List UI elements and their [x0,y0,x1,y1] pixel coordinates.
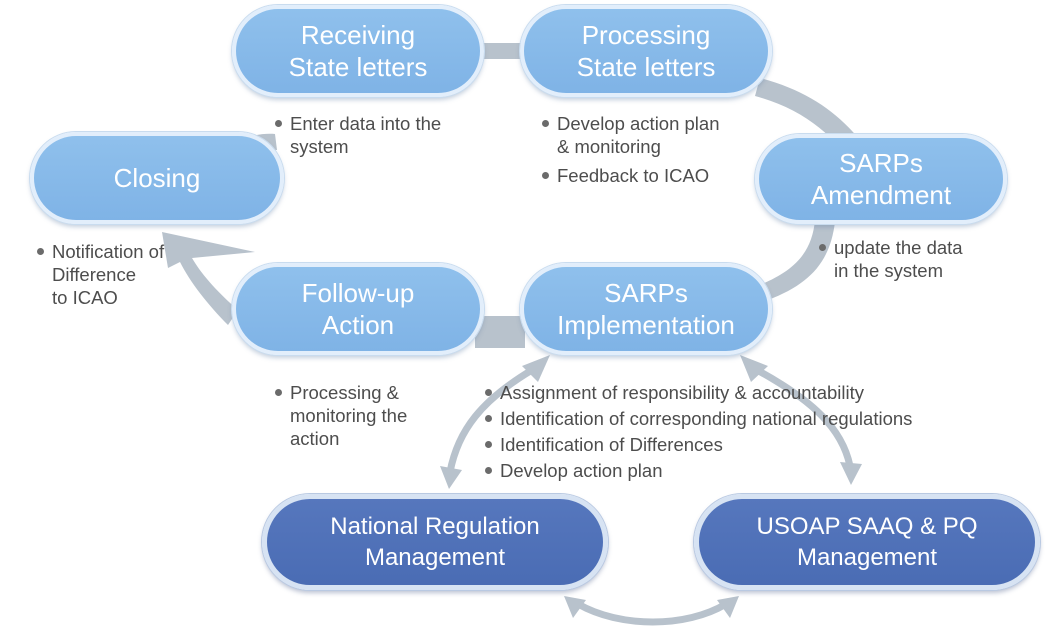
bullet-icon [542,120,549,127]
bullet-icon [485,415,492,422]
note-item: Develop action plan [541,112,720,135]
note-text: Identification of corresponding national… [500,408,913,429]
note-text: Identification of Differences [500,434,723,455]
arrowhead [440,466,462,489]
note-receiving: Enter data into the system [274,112,441,158]
note-item: Feedback to ICAO [541,164,720,187]
node-label-line: National Regulation [330,513,540,540]
node-label-line: State letters [576,52,716,82]
note-item: update the data [818,236,963,259]
node-label-line: SARPs [839,148,923,178]
connector-followup-closing [162,232,255,325]
note-item: Develop action plan [484,459,912,482]
connector-followup-implementation [475,316,525,348]
node-follow-up-action: Follow-up Action [232,263,484,355]
note-text: action [290,428,340,449]
node-label-line: Management [796,544,938,571]
note-implementation: Assignment of responsibility & accountab… [484,381,912,482]
note-item: Assignment of responsibility & accountab… [484,381,912,404]
node-sarps-amendment: SARPs Amendment [755,134,1007,224]
bullet-icon [485,389,492,396]
note-text: system [290,136,349,157]
connector-amendment-implementation [762,220,835,300]
node-label-line: Processing [581,20,711,50]
node-label-line: SARPs [604,278,688,308]
double-arrow-implementation-usoap [753,366,854,470]
node-label-line: State letters [288,52,428,82]
double-arrow-implementation-national [446,366,536,476]
note-text: Notification of [52,241,165,262]
node-receiving-state-letters: Receiving State letters [232,5,484,97]
note-text: Difference [52,264,136,285]
bullet-icon [542,172,549,179]
note-text: & monitoring [557,136,661,157]
node-national-regulation-management: National Regulation Management [262,494,608,590]
note-amendment: update the data in the system [818,236,963,282]
note-item: Processing & [274,381,407,404]
note-item: Identification of corresponding national… [484,407,912,430]
bullet-icon [275,389,282,396]
node-label-line: Implementation [557,310,735,340]
note-text: monitoring the [290,405,408,426]
connector-processing-amendment [755,78,860,150]
note-text: Enter data into the [290,113,442,134]
node-processing-state-letters: Processing State letters [520,5,772,97]
arrowhead [740,355,768,382]
arrowhead [522,355,550,382]
double-arrow-national-usoap [574,600,730,626]
note-text: in the system [834,260,943,281]
connector-receiving-processing [478,43,524,59]
node-label-line: Receiving [300,20,416,50]
node-label-line: Follow-up [301,278,415,308]
note-item: Notification of [36,240,164,263]
note-text: Processing & [290,382,399,403]
note-text: Feedback to ICAO [557,165,710,186]
note-follow-up: Processing & monitoring the action [274,381,407,450]
node-label-line: USOAP SAAQ & PQ [756,513,978,540]
node-sarps-implementation: SARPs Implementation [520,263,772,355]
node-label-line: Closing [113,163,201,193]
node-usoap-saaq-pq-management: USOAP SAAQ & PQ Management [694,494,1040,590]
note-text: Develop action plan [557,113,720,134]
node-label-line: Amendment [810,180,952,210]
note-text: to ICAO [52,287,118,308]
note-text: Develop action plan [500,460,663,481]
bullet-icon [275,120,282,127]
arrowhead [564,596,586,618]
bullet-icon [485,441,492,448]
note-text: update the data [834,237,963,258]
note-item: Enter data into the [274,112,441,135]
node-closing: Closing [30,132,284,224]
bullet-icon [37,248,44,255]
node-label-line: Action [321,310,395,340]
note-item: Identification of Differences [484,433,912,456]
arrowhead [840,462,862,485]
arrowhead [717,596,739,618]
note-processing: Develop action plan & monitoring Feedbac… [541,112,720,187]
node-label-line: Management [364,544,506,571]
note-text: Assignment of responsibility & accountab… [500,382,865,403]
note-closing: Notification of Difference to ICAO [36,240,164,309]
bullet-icon [819,244,826,251]
bullet-icon [485,467,492,474]
